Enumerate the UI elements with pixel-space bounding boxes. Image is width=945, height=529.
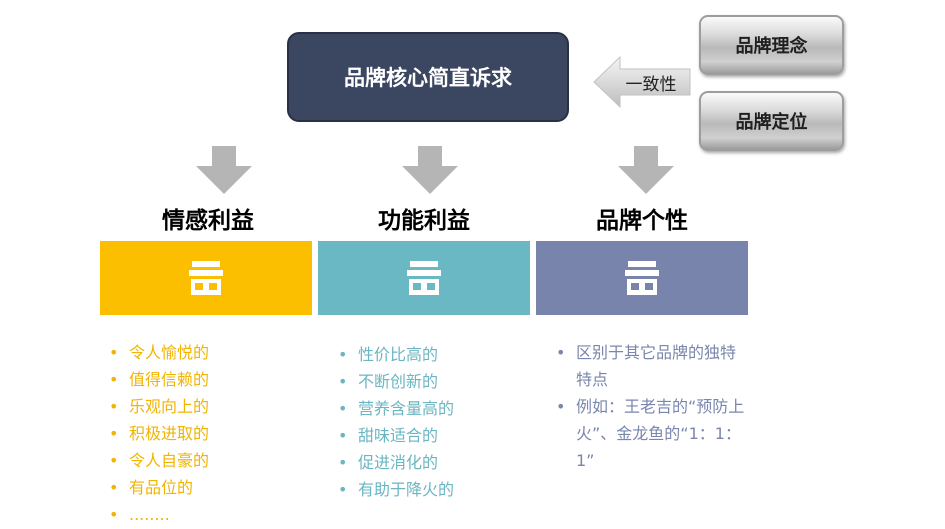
list-item: 令人愉悦的 xyxy=(103,339,209,366)
functional-benefit-list: 性价比高的 不断创新的 营养含量高的 甜味适合的 促进消化的 有助于降火的 xyxy=(332,341,454,503)
brand-concept-box: 品牌理念 xyxy=(699,15,844,75)
brand-concept-label: 品牌理念 xyxy=(735,36,808,57)
list-item: 有品位的 xyxy=(103,474,209,501)
list-item: 有助于降火的 xyxy=(332,476,454,503)
store-icon xyxy=(407,261,441,295)
list-item: 促进消化的 xyxy=(332,449,454,476)
arrow-down-icon xyxy=(402,146,458,194)
brand-core-box: 品牌核心简直诉求 xyxy=(287,32,569,122)
list-item: 乐观向上的 xyxy=(103,393,209,420)
list-item: 区别于其它品牌的独特特点 xyxy=(550,339,745,393)
brand-core-label: 品牌核心简直诉求 xyxy=(344,66,512,90)
list-item: 值得信赖的 xyxy=(103,366,209,393)
emotional-benefit-box xyxy=(100,241,312,315)
list-item: 令人自豪的 xyxy=(103,447,209,474)
store-icon xyxy=(189,261,223,295)
list-item: 例如：王老吉的“预防上火”、金龙鱼的“1：1：1” xyxy=(550,393,745,474)
consistency-label: 一致性 xyxy=(625,74,677,95)
list-item: 营养含量高的 xyxy=(332,395,454,422)
brand-personality-title: 品牌个性 xyxy=(596,208,688,234)
arrow-left-icon xyxy=(593,55,691,109)
arrow-down-icon xyxy=(618,146,674,194)
brand-personality-box xyxy=(536,241,748,315)
brand-positioning-label: 品牌定位 xyxy=(735,112,808,133)
emotional-benefit-title: 情感利益 xyxy=(162,208,254,234)
list-item: ........ xyxy=(103,501,209,528)
arrow-down-icon xyxy=(196,146,252,194)
list-item: 不断创新的 xyxy=(332,368,454,395)
functional-benefit-title: 功能利益 xyxy=(378,208,470,234)
list-item: 积极进取的 xyxy=(103,420,209,447)
brand-personality-list: 区别于其它品牌的独特特点 例如：王老吉的“预防上火”、金龙鱼的“1：1：1” xyxy=(550,339,745,474)
brand-positioning-box: 品牌定位 xyxy=(699,91,844,151)
list-item: 性价比高的 xyxy=(332,341,454,368)
list-item: 甜味适合的 xyxy=(332,422,454,449)
emotional-benefit-list: 令人愉悦的 值得信赖的 乐观向上的 积极进取的 令人自豪的 有品位的 .....… xyxy=(103,339,209,528)
store-icon xyxy=(625,261,659,295)
functional-benefit-box xyxy=(318,241,530,315)
